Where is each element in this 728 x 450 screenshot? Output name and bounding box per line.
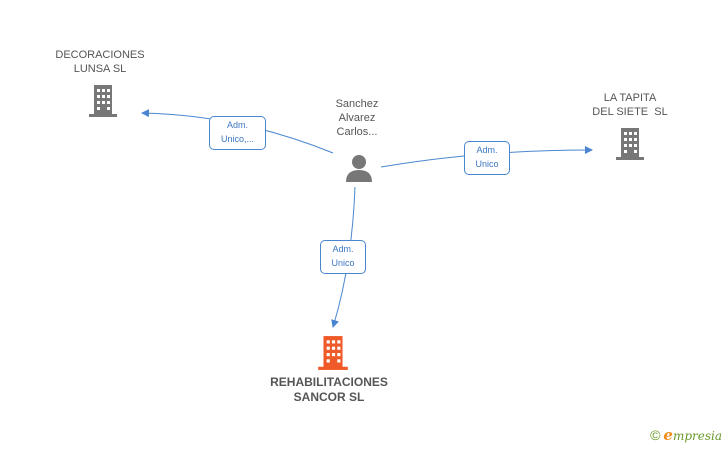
copyright-icon: © (650, 427, 661, 443)
building-icon[interactable] (614, 127, 646, 161)
edge-label-line: Adm. (476, 145, 498, 155)
company-name-line: DECORACIONES (55, 49, 145, 61)
building-icon-highlighted[interactable] (316, 335, 350, 371)
person-name-line: Alvarez (338, 112, 376, 124)
building-icon[interactable] (87, 84, 119, 118)
company-label-decoraciones[interactable]: DECORACIONES LUNSA SL (40, 48, 160, 76)
edge-label-to-decoraciones[interactable]: Adm. Unico,... (209, 116, 266, 150)
person-label[interactable]: Sanchez Alvarez Carlos... (317, 97, 397, 139)
edge-label-line: Unico (331, 258, 355, 268)
person-icon[interactable] (344, 153, 374, 183)
person-name-line: Carlos... (336, 126, 378, 138)
company-name-line: SANCOR SL (293, 390, 365, 404)
company-name-line: LA TAPITA (603, 92, 657, 104)
edge-label-line: Adm. (226, 120, 248, 130)
company-label-rehabilitaciones[interactable]: REHABILITACIONES SANCOR SL (254, 375, 404, 405)
company-name-line: REHABILITACIONES (270, 375, 388, 389)
edge-label-line: Unico,... (220, 134, 254, 144)
edge-label-to-latapita[interactable]: Adm. Unico (464, 141, 510, 175)
company-name-line: LUNSA SL (73, 63, 127, 75)
brand-logo: empresia (663, 426, 722, 444)
edge-label-to-rehabilitaciones[interactable]: Adm. Unico (320, 240, 366, 274)
empresia-watermark: © empresia (650, 426, 722, 444)
edge-label-line: Unico (475, 159, 499, 169)
edge-label-line: Adm. (332, 244, 354, 254)
company-name-line: DEL SIETE SL (592, 106, 668, 118)
company-label-latapita[interactable]: LA TAPITA DEL SIETE SL (570, 91, 690, 119)
person-name-line: Sanchez (335, 98, 379, 110)
